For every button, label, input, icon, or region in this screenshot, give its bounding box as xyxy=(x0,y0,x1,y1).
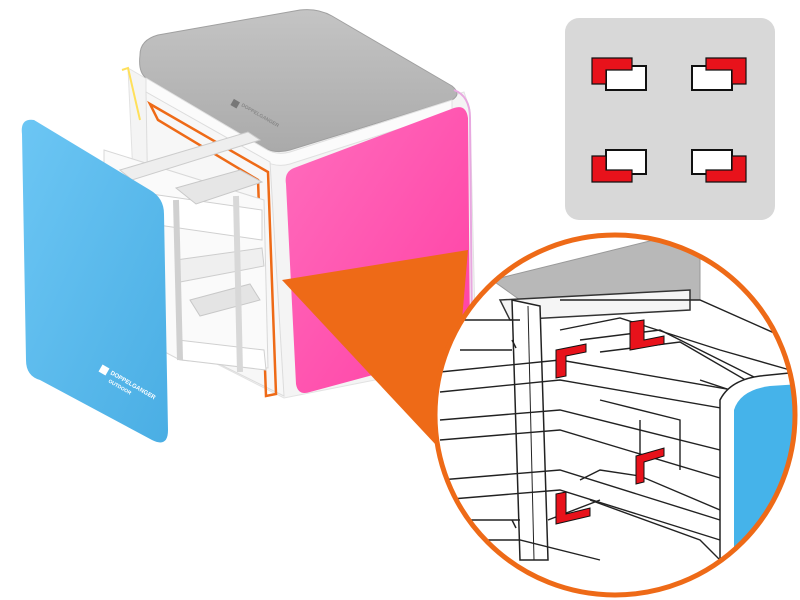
yellow-edge xyxy=(121,66,141,121)
blue-front-panel xyxy=(21,119,168,443)
legend-background xyxy=(565,18,775,220)
pink-panel-edge xyxy=(453,89,473,337)
corner-joint-top-right-icon xyxy=(691,57,747,91)
red-joint-3 xyxy=(635,447,665,485)
red-joint-1 xyxy=(555,343,587,379)
red-joint-2 xyxy=(629,319,665,351)
callout-pointer xyxy=(282,250,468,460)
corner-joint-bottom-right-icon xyxy=(691,149,747,183)
zoom-circle-border xyxy=(432,232,798,598)
zoom-detail xyxy=(432,232,798,598)
red-joint-4 xyxy=(555,491,591,525)
brand-badge-front xyxy=(230,98,240,109)
frame-highlight-outline xyxy=(147,100,278,398)
brand-badge-blue xyxy=(98,364,110,376)
corner-joint-top-left-icon xyxy=(591,57,647,91)
corner-joint-bottom-left-icon xyxy=(591,149,647,183)
corner-joint-legend xyxy=(565,18,775,220)
